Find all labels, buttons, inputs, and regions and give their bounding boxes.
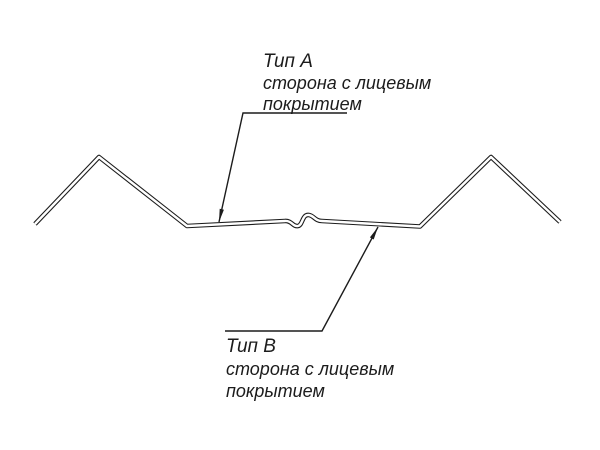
label-a-line1: сторона с лицевым: [263, 73, 431, 93]
leader-a: [218, 112, 347, 223]
leader-b-line: [225, 226, 379, 332]
profile-cross-section: [33, 154, 562, 229]
label-b-line2: покрытием: [226, 381, 325, 401]
profile-core: [34, 155, 561, 228]
label-b-line1: сторона с лицевым: [226, 359, 394, 379]
label-a: Тип A сторона с лицевым покрытием: [263, 51, 431, 114]
label-b-title: Тип B: [226, 336, 276, 357]
leader-b-arrow-icon: [369, 227, 378, 240]
label-a-line2: покрытием: [263, 94, 362, 114]
leader-a-arrow-icon: [219, 208, 224, 222]
leader-a-line: [218, 112, 347, 223]
leader-b: [225, 226, 379, 332]
label-a-title: Тип A: [263, 51, 313, 72]
label-b: Тип B сторона с лицевым покрытием: [226, 336, 394, 401]
